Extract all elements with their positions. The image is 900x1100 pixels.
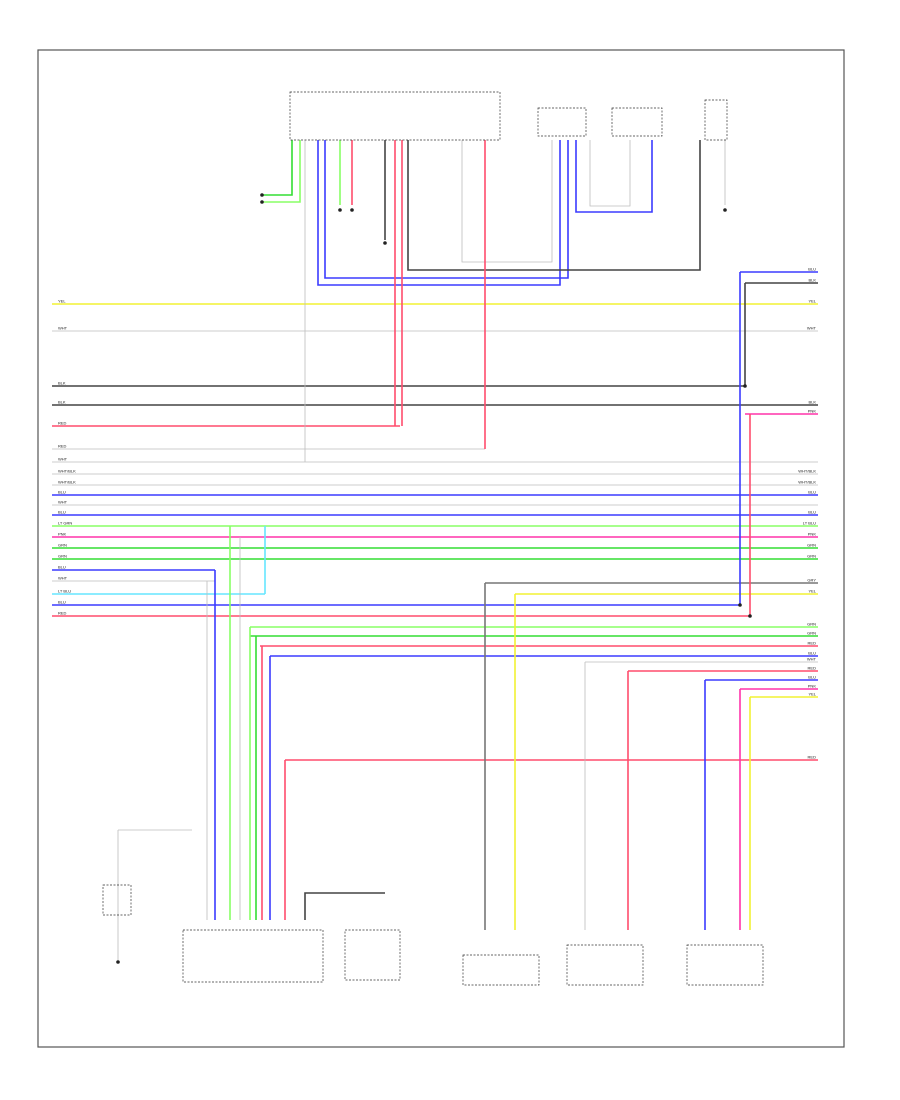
wire-label-left-8: WHT/BLK: [58, 480, 76, 485]
junction-dot-3: [350, 208, 354, 212]
wire-label-left-19: BLU: [58, 600, 66, 605]
wire-run-38: [304, 892, 385, 920]
wire-run-14: [589, 140, 631, 207]
wire-label-left-17: WHT: [58, 576, 68, 581]
wire-run-3: [324, 140, 569, 279]
wire-label-right-11: BLU: [808, 510, 816, 515]
wire-label-left-0: YEL: [58, 299, 66, 304]
wire-label-right-22: YEL: [808, 589, 816, 594]
wire-label-right-29: BLU: [808, 675, 816, 680]
wire-label-right-28: RED: [808, 666, 817, 671]
wire-label-right-12: LT BLU: [803, 521, 816, 526]
junction-dot-0: [260, 193, 264, 197]
wire-label-right-15: GRN: [807, 554, 816, 559]
junction-dot-8: [738, 603, 742, 607]
wire-label-right-13: PNK: [808, 532, 817, 537]
wire-label-right-33: BLU: [808, 267, 816, 272]
wire-label-right-25: RED: [808, 641, 817, 646]
wire-label-right-30: PNK: [808, 684, 817, 689]
connector-outline-3: [704, 99, 728, 141]
junction-dot-4: [383, 241, 387, 245]
wire-label-right-24: GRN: [807, 631, 816, 636]
wire-label-left-6: WHT: [58, 457, 68, 462]
wire-label-right-27: WHT: [807, 657, 817, 662]
wire-label-right-1: WHT: [807, 326, 817, 331]
wire-label-layer: YEL YEL WHT WHT BLK BLK BLK RED RED WHT WHT/BLK WHT…: [58, 267, 817, 760]
junction-dot-1: [260, 200, 264, 204]
wire-label-left-9: BLU: [58, 490, 66, 495]
wire-label-left-18: LT BLU: [58, 589, 71, 594]
wire-run-1: [262, 140, 301, 203]
wire-label-left-3: BLK: [58, 400, 66, 405]
wire-run-2: [317, 140, 561, 286]
junction-dot-6: [116, 960, 120, 964]
wire-label-right-9: BLU: [808, 490, 816, 495]
connector-outline-7: [566, 944, 644, 986]
connector-outline-0: [289, 91, 501, 141]
wire-label-right-7: WHT/BLK: [798, 469, 816, 474]
wire-label-left-12: LT GRN: [58, 521, 72, 526]
wire-label-left-13: PNK: [58, 532, 67, 537]
wire-label-left-20: RED: [58, 611, 67, 616]
connector-outline-5: [344, 929, 401, 981]
wire-label-right-26: BLU: [808, 651, 816, 656]
wire-label-right-8: WHT/BLK: [798, 480, 816, 485]
connector-outline-1: [537, 107, 587, 137]
wire-label-right-32: RED: [808, 755, 817, 760]
wire-label-right-0: YEL: [808, 299, 816, 304]
wire-run-13: [575, 140, 653, 213]
connector-outline-2: [611, 107, 663, 137]
wire-label-right-34: BLK: [808, 278, 816, 283]
connector-outline-9: [102, 884, 132, 916]
wire-label-left-15: GRN: [58, 554, 67, 559]
junction-layer: [116, 193, 752, 964]
wire-label-left-4: RED: [58, 421, 67, 426]
wire-label-right-35: PNK: [808, 409, 817, 414]
wire-layer: [52, 140, 818, 960]
wire-label-left-16: BLU: [58, 565, 66, 570]
wire-run-0: [262, 140, 293, 196]
junction-dot-2: [338, 208, 342, 212]
connector-outline-6: [462, 954, 540, 986]
wire-label-left-10: WHT: [58, 500, 68, 505]
connector-outline-8: [686, 944, 764, 986]
connector-outline-4: [182, 929, 324, 983]
wire-label-right-21: GRY: [807, 578, 816, 583]
wire-label-left-11: BLU: [58, 510, 66, 515]
wire-label-left-2: BLK: [58, 381, 66, 386]
wire-label-left-14: GRN: [58, 543, 67, 548]
wire-label-right-3: BLK: [808, 400, 816, 405]
wire-run-9: [407, 140, 701, 271]
wire-label-left-7: WHT/BLK: [58, 469, 76, 474]
wire-label-right-14: GRN: [807, 543, 816, 548]
wire-label-right-23: GRN: [807, 622, 816, 627]
wire-label-left-1: WHT: [58, 326, 68, 331]
wire-label-right-31: YEL: [808, 692, 816, 697]
junction-dot-7: [743, 384, 747, 388]
connector-layer: [102, 91, 764, 986]
junction-dot-5: [723, 208, 727, 212]
wire-label-left-5: RED: [58, 444, 67, 449]
wire-run-10: [461, 140, 553, 263]
junction-dot-9: [748, 614, 752, 618]
